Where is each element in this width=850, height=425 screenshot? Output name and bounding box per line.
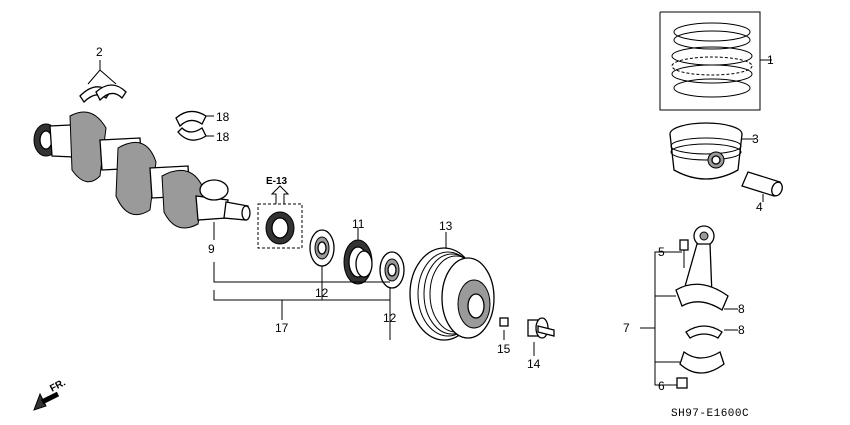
piston — [669, 122, 755, 180]
reference-e13: E-13 — [266, 176, 288, 187]
assembly-bracket-17 — [213, 262, 391, 340]
callout-18a: 18 — [216, 110, 230, 124]
woodruff-key — [499, 317, 509, 340]
callout-5: 5 — [658, 245, 665, 259]
callout-12a: 12 — [315, 286, 329, 300]
front-label: FR. — [48, 377, 68, 394]
callout-7: 7 — [623, 321, 630, 335]
crankshaft-pulley — [409, 232, 495, 341]
callout-13: 13 — [439, 219, 453, 233]
front-direction-arrow — [33, 391, 60, 411]
guide-plate-right — [379, 251, 405, 310]
piston-ring-set — [659, 11, 772, 111]
callout-3: 3 — [752, 132, 759, 146]
callout-18b: 18 — [216, 130, 230, 144]
callout-2: 2 — [96, 45, 103, 59]
pulley-bolt — [527, 317, 555, 356]
connecting-rod — [640, 225, 738, 389]
timing-belt-drive-pulley — [343, 228, 373, 285]
crank-bearing-18 — [175, 110, 214, 141]
callout-9: 9 — [208, 242, 215, 256]
guide-plate-left — [309, 229, 335, 285]
callout-8b: 8 — [738, 323, 745, 337]
callout-12b: 12 — [383, 311, 397, 325]
callout-11: 11 — [352, 217, 365, 231]
callout-15: 15 — [497, 342, 511, 356]
callout-1: 1 — [767, 53, 774, 67]
callout-4: 4 — [756, 200, 763, 214]
crankshaft — [33, 111, 251, 240]
piston-pin — [741, 171, 783, 202]
callout-17: 17 — [275, 321, 289, 335]
callout-6: 6 — [658, 379, 665, 393]
main-bearing-upper-lower — [79, 60, 127, 104]
callout-14: 14 — [527, 357, 541, 371]
callout-8a: 8 — [738, 302, 745, 316]
diagram-code: SH97-E1600C — [671, 408, 749, 420]
oil-seal-reference — [257, 185, 303, 249]
